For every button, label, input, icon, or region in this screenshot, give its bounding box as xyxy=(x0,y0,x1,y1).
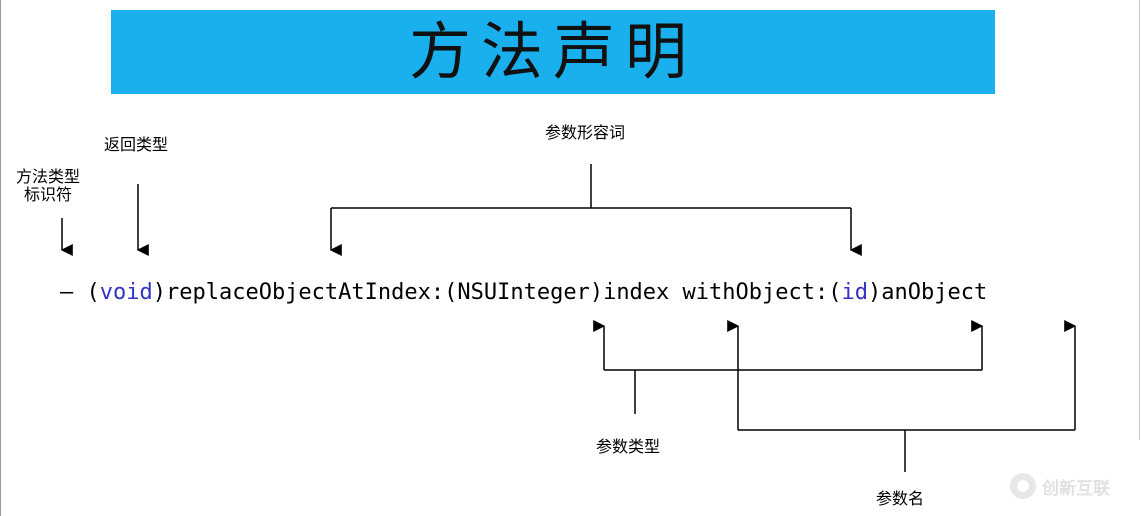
method-type-label-line2: 标识符 xyxy=(23,185,72,204)
param-adjective-label: 参数形容词 xyxy=(545,123,626,142)
frame-right-edge xyxy=(1139,0,1140,440)
watermark-text: 创新互联 xyxy=(1042,478,1110,499)
method-type-identifier-label: 方法类型 标识符 xyxy=(8,168,88,204)
param-name-label: 参数名 xyxy=(876,489,925,508)
param-type-label: 参数类型 xyxy=(596,437,661,456)
page-title: 方法声明 xyxy=(408,15,697,88)
title-banner: 方法声明 xyxy=(111,10,995,94)
watermark-logo-icon xyxy=(1010,473,1036,499)
return-type-label: 返回类型 xyxy=(104,135,169,154)
return-open-paren: ( xyxy=(86,280,100,305)
id-keyword: id xyxy=(841,280,868,305)
param-name-part: )anObject xyxy=(867,280,988,305)
watermark: 创新互联 xyxy=(1010,472,1110,500)
method-signature-part: )replaceObjectAtIndex:(NSUInteger)index … xyxy=(152,280,842,305)
method-type-dash: – xyxy=(60,280,87,305)
method-declaration-code: – (void)replaceObjectAtIndex:(NSUInteger… xyxy=(60,276,987,310)
void-keyword: void xyxy=(99,280,153,305)
method-type-label-line1: 方法类型 xyxy=(15,167,80,186)
